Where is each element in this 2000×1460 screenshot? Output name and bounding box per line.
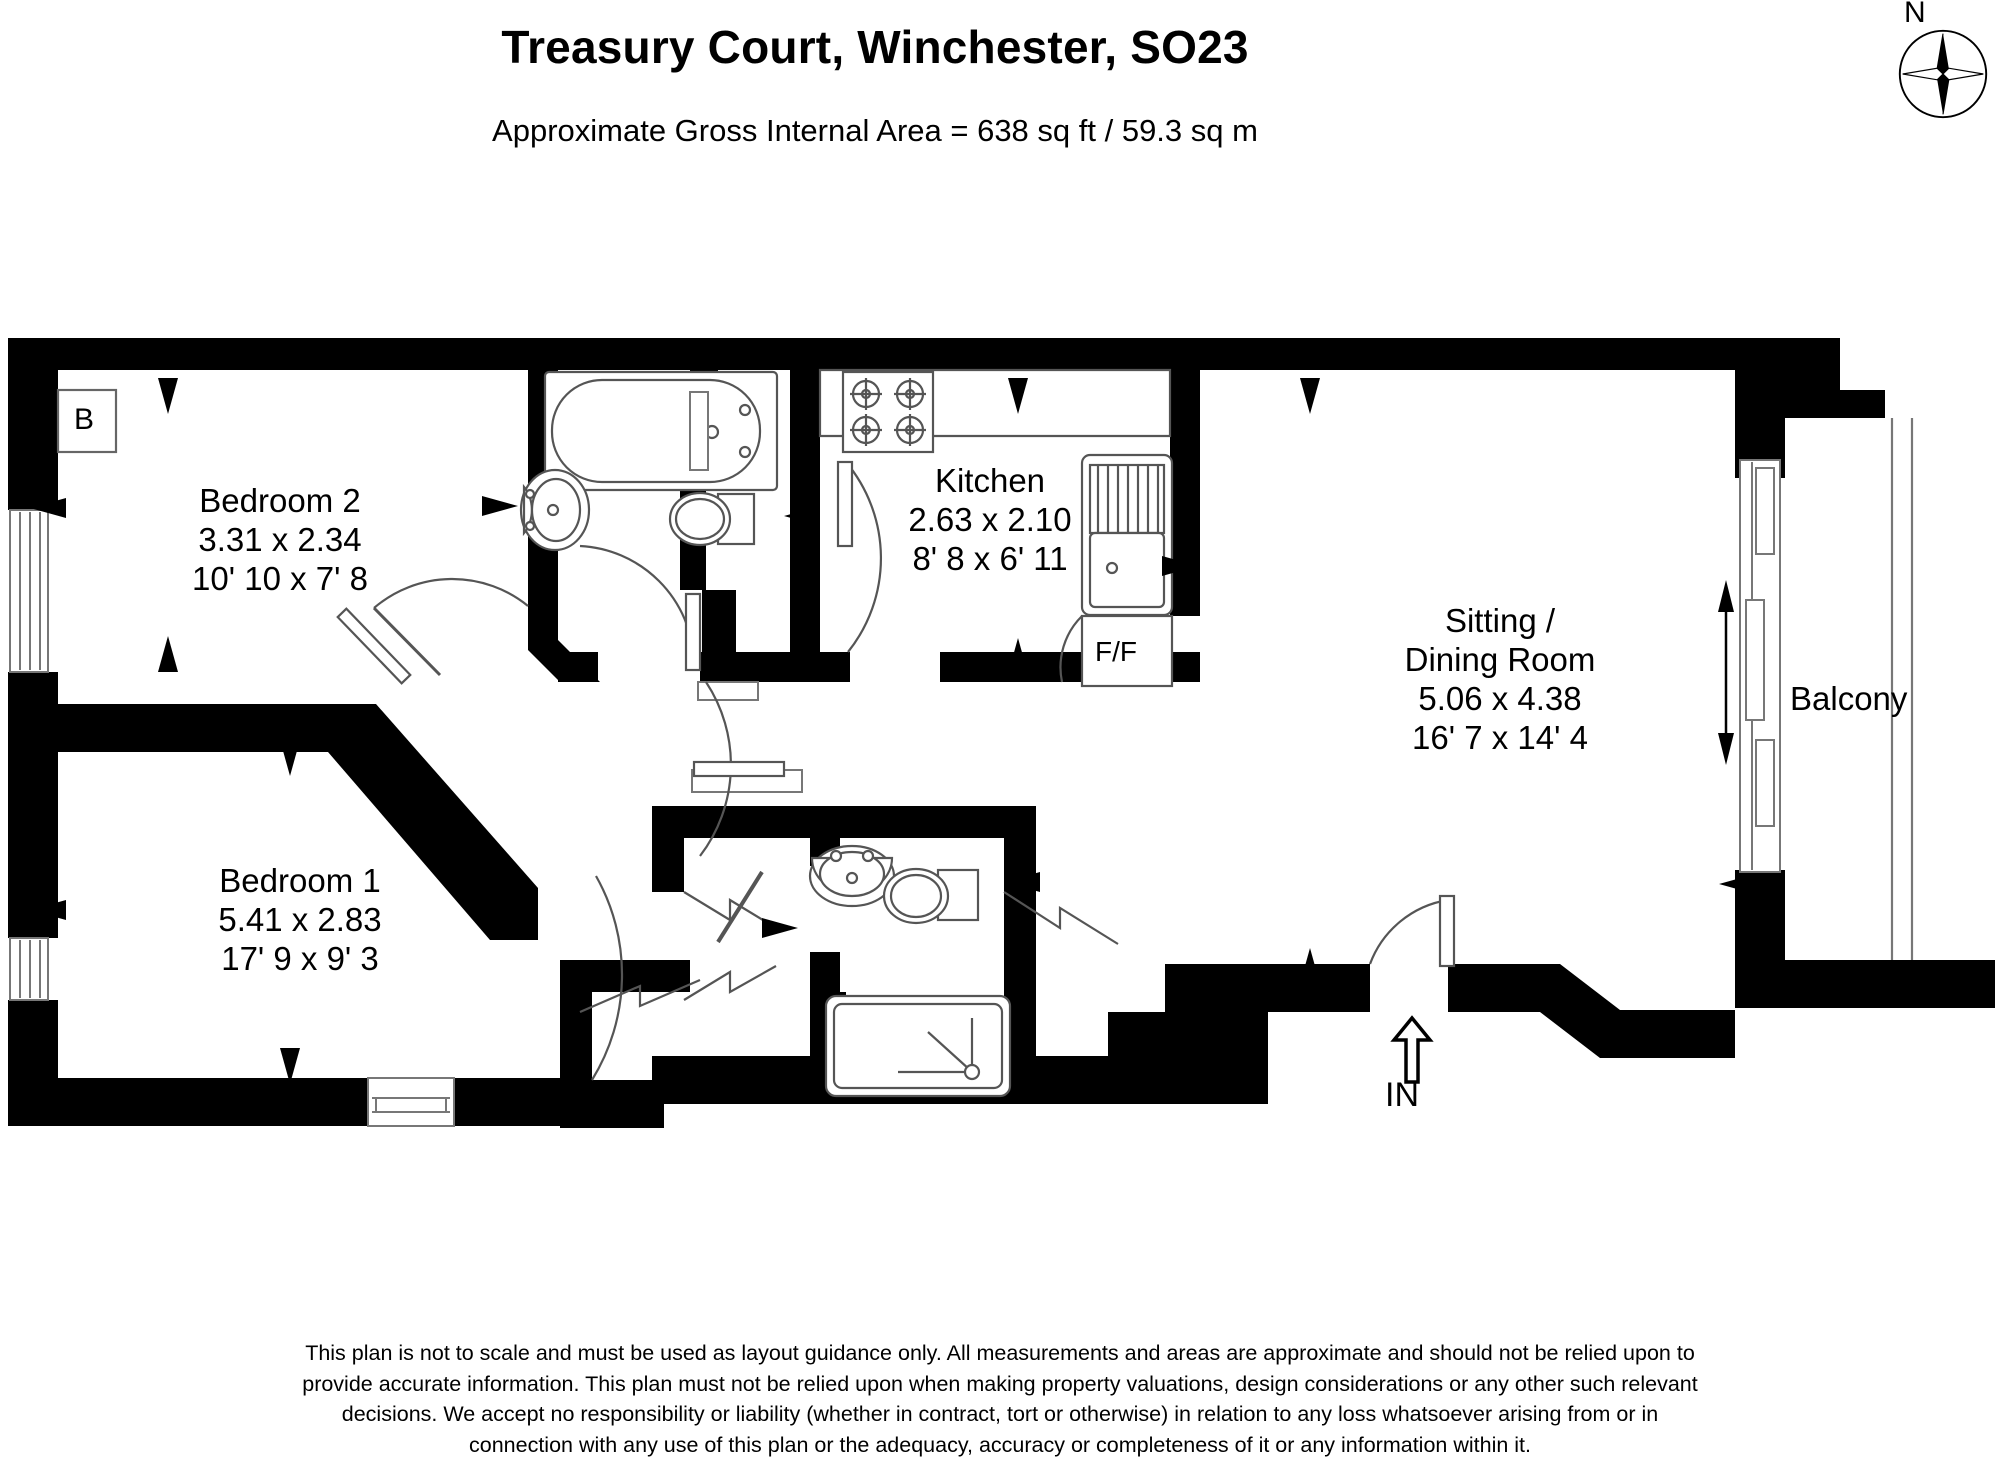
kitchen-imperial: 8' 8 x 6' 11 [912, 539, 1068, 577]
fridge-freezer-box [1080, 614, 1174, 688]
shower-tray-icon [824, 994, 1012, 1098]
bedroom-2-name: Bedroom 2 [199, 482, 361, 519]
room-label-sitting-dining-room: Sitting / Dining Room 5.06 x 4.38 16' 7 … [1340, 602, 1660, 758]
bedroom-1-name: Bedroom 1 [219, 862, 381, 899]
disclaimer-text: This plan is not to scale and must be us… [0, 1338, 2000, 1460]
boiler-box [56, 388, 118, 454]
wc-icon [668, 491, 756, 547]
sitting-dining-metric: 5.06 x 4.38 [1418, 679, 1582, 717]
hob-icon [841, 370, 935, 454]
room-label-bedroom-2: Bedroom 2 3.31 x 2.34 10' 10 x 7' 8 [150, 482, 410, 599]
sitting-dining-imperial: 16' 7 x 14' 4 [1412, 718, 1588, 756]
bedroom-2-imperial: 10' 10 x 7' 8 [192, 559, 368, 597]
window-balcony-doors [1739, 459, 1781, 873]
dimension-arrows [30, 378, 1755, 1084]
wash-basin-icon [519, 468, 591, 552]
fixtures [9, 368, 1914, 1127]
disclaimer-line-1: This plan is not to scale and must be us… [305, 1341, 1695, 1365]
sitting-dining-name-line2: Dining Room [1404, 640, 1596, 678]
room-label-kitchen: Kitchen 2.63 x 2.10 8' 8 x 6' 11 [860, 462, 1120, 579]
compass-rose-icon [1898, 29, 1988, 119]
disclaimer-line-3: decisions. We accept no responsibility o… [341, 1402, 1659, 1427]
page-title: Treasury Court, Winchester, SO23 [501, 21, 1249, 73]
area-subtitle: Approximate Gross Internal Area = 638 sq… [492, 113, 1258, 148]
kitchen-name: Kitchen [934, 462, 1046, 499]
window-bedroom1-left [9, 937, 49, 1001]
walls [8, 338, 1995, 1128]
entrance-label: IN [1385, 1076, 1419, 1114]
bedroom-1-metric: 5.41 x 2.83 [218, 900, 382, 938]
balcony-railing [1890, 418, 1914, 960]
window-bedroom1-bottom [367, 1077, 455, 1127]
bedroom-1-imperial: 17' 9 x 9' 3 [221, 939, 379, 977]
compass-north-label: N [1904, 0, 1926, 29]
boiler-label: B [74, 403, 95, 436]
ensuite-basin-icon [808, 844, 896, 908]
window-bedroom2-left [9, 509, 49, 673]
bath-icon [543, 370, 779, 492]
door-swings [336, 460, 1456, 1081]
room-label-balcony: Balcony [1790, 680, 1990, 719]
sitting-dining-name-line1: Sitting / [1444, 602, 1556, 639]
room-label-bedroom-1: Bedroom 1 5.41 x 2.83 17' 9 x 9' 3 [170, 862, 430, 979]
fridge-freezer-label: F/F [1095, 636, 1137, 667]
disclaimer-line-2: provide accurate information. This plan … [302, 1371, 1698, 1396]
balcony-name: Balcony [1790, 680, 1908, 717]
bedroom-2-metric: 3.31 x 2.34 [198, 520, 362, 558]
entrance-arrow-icon [1390, 1015, 1434, 1084]
ensuite-wc-icon [882, 867, 980, 925]
kitchen-metric: 2.63 x 2.10 [908, 500, 1072, 538]
